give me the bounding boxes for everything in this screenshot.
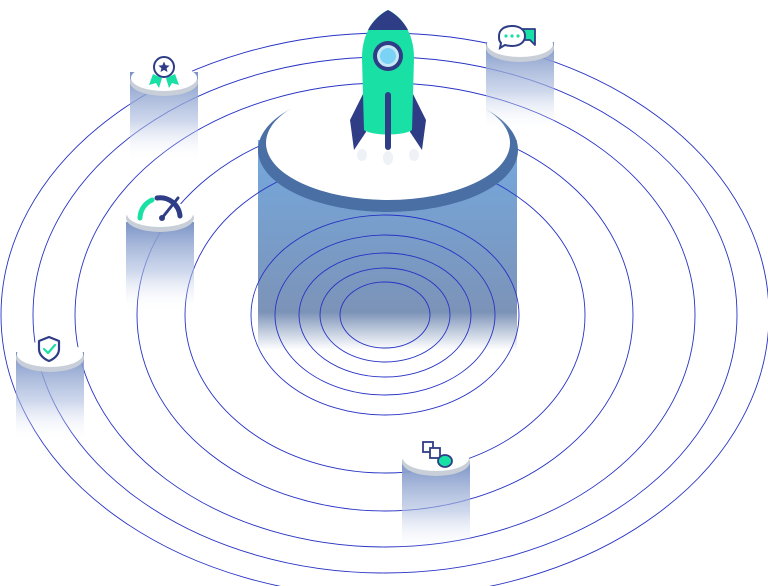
node-speed-gauge xyxy=(126,195,194,312)
node-chat-bubbles xyxy=(486,24,554,132)
rocket-icon xyxy=(350,10,426,165)
gauge-icon xyxy=(137,195,183,221)
shield-check-icon xyxy=(37,335,61,363)
orbit-ring xyxy=(339,281,431,349)
award-icon xyxy=(149,56,179,88)
chat-icon xyxy=(497,24,536,51)
orbit-ring xyxy=(250,214,520,416)
shapes-icon xyxy=(422,441,453,468)
orbit-ring xyxy=(298,252,472,378)
node-integrations xyxy=(402,441,470,552)
orbit-ring xyxy=(319,267,451,363)
orbit-ring xyxy=(274,234,496,396)
node-security-shield xyxy=(16,335,84,442)
node-award-badge xyxy=(130,56,198,162)
